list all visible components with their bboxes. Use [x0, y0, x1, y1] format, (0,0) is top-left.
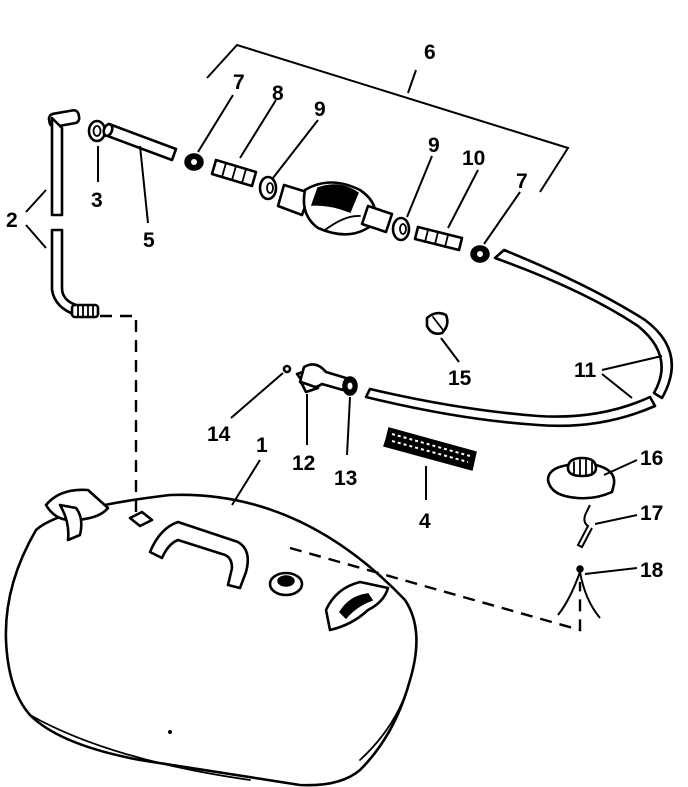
callout-13: 13: [334, 467, 357, 490]
part-11-fuel-hose: [364, 248, 674, 428]
part-1-fuel-tank: [4, 488, 418, 787]
callout-3: 3: [91, 189, 103, 212]
callout-8: 8: [272, 82, 284, 105]
part-17-clip: [576, 504, 593, 549]
callout-numbers: 1 2 3 4 5 6 7 8 9 9 10 7 11 12 13 14 15 …: [6, 41, 664, 582]
callout-10: 10: [462, 147, 485, 170]
part-13-clamp: [342, 376, 358, 396]
part-15-clamp: [425, 311, 449, 335]
leader-lines: [25, 94, 663, 575]
callout-18: 18: [640, 559, 664, 582]
part-8-connector: [210, 158, 258, 188]
part-5-hose: [102, 122, 178, 162]
part-18-vent: [557, 565, 601, 619]
callout-1: 1: [256, 434, 268, 457]
callout-2: 2: [6, 209, 18, 232]
part-9-clip-right: [391, 216, 411, 242]
part-12-connector: [295, 363, 348, 394]
part-14-o-ring: [282, 364, 292, 374]
callout-16: 16: [640, 447, 663, 470]
callout-6: 6: [424, 41, 436, 64]
part-9-clip-left: [258, 175, 278, 201]
callout-14: 14: [207, 423, 231, 446]
part-4-filter-screen: [383, 427, 477, 471]
part-6-bracket: [206, 43, 570, 193]
callout-9-left: 9: [314, 98, 326, 121]
callout-9-right: 9: [428, 134, 440, 157]
callout-11: 11: [574, 359, 597, 382]
part-10-connector: [413, 225, 464, 252]
primer-bulb: [276, 181, 394, 236]
callout-15: 15: [448, 367, 472, 390]
part-7-clamp-left: [184, 153, 204, 171]
callout-5: 5: [143, 229, 155, 252]
callout-12: 12: [292, 452, 315, 475]
callout-7-left: 7: [233, 71, 245, 94]
part-2-pickup-tube: [47, 108, 100, 319]
callout-17: 17: [640, 502, 663, 525]
part-16-fuel-cap: [546, 456, 616, 500]
assembly-lines: [100, 314, 582, 632]
callout-7-right: 7: [516, 170, 528, 193]
part-7-clamp-right: [470, 245, 490, 263]
callout-4: 4: [419, 510, 431, 533]
